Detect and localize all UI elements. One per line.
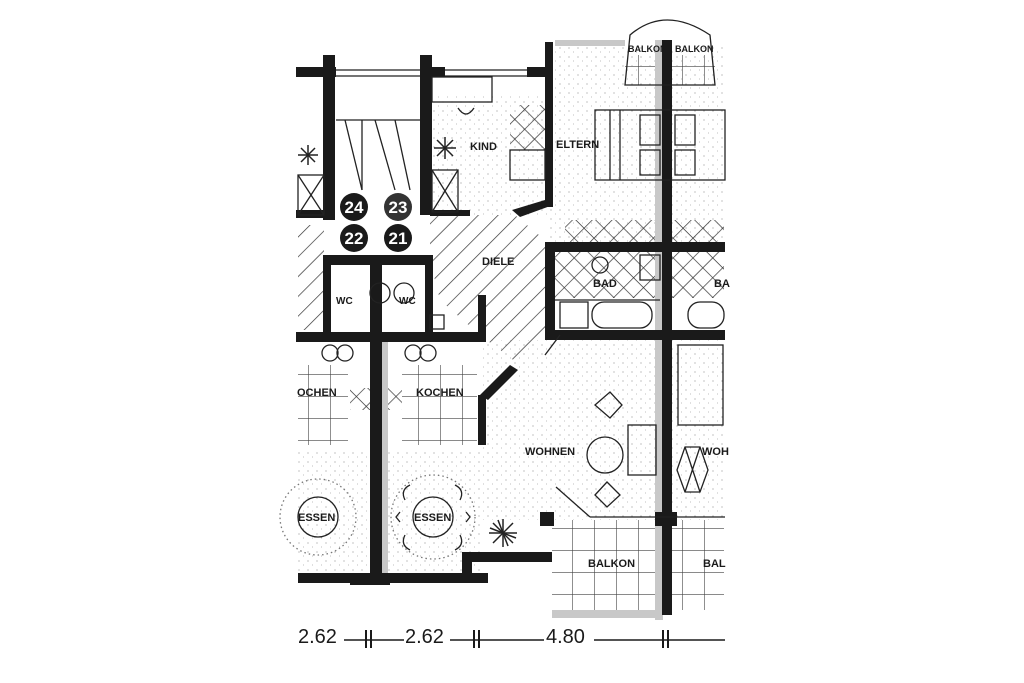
label-wohnen: WOHNEN xyxy=(525,446,575,458)
unit-badge-23: 23 xyxy=(384,193,412,221)
unit-number-badges: 24 23 22 21 xyxy=(340,193,412,252)
label-diele: DIELE xyxy=(482,256,514,268)
svg-text:22: 22 xyxy=(345,229,364,248)
room-labels: KIND ELTERN BALKON BALKON DIELE BAD BA W… xyxy=(297,44,730,570)
label-balkon-top-right: BALKON xyxy=(675,44,714,54)
hatched-areas xyxy=(298,105,724,410)
label-kochen-left: OCHEN xyxy=(297,387,337,399)
dimension-2: 2.62 xyxy=(405,626,444,648)
label-eltern: ELTERN xyxy=(556,139,599,151)
label-bad-right: BA xyxy=(714,278,730,290)
label-kind: KIND xyxy=(470,141,497,153)
label-wc-left: WC xyxy=(336,296,353,307)
unit-badge-24: 24 xyxy=(340,193,368,221)
svg-text:23: 23 xyxy=(389,198,408,217)
label-balkon: BALKON xyxy=(588,558,635,570)
dimension-line: 2.62 2.62 4.80 xyxy=(298,626,725,650)
unit-badge-21: 21 xyxy=(384,224,412,252)
label-kochen: KOCHEN xyxy=(416,387,464,399)
fixtures xyxy=(297,19,726,518)
label-wc-right: WC xyxy=(399,296,416,307)
label-essen-left: ESSEN xyxy=(298,512,335,524)
label-essen: ESSEN xyxy=(414,512,451,524)
unit-badge-22: 22 xyxy=(340,224,368,252)
label-bad: BAD xyxy=(593,278,617,290)
walls xyxy=(296,40,725,615)
dimension-1: 2.62 xyxy=(298,626,337,648)
svg-text:24: 24 xyxy=(345,198,364,217)
label-balkon-top-left: BALKON xyxy=(628,44,667,54)
label-balkon-right: BAL xyxy=(703,558,726,570)
dining-table-left xyxy=(279,478,357,556)
dining-table xyxy=(390,474,476,560)
tiled-areas xyxy=(298,55,724,610)
svg-text:21: 21 xyxy=(389,229,408,248)
label-wohnen-right: WOH xyxy=(702,446,729,458)
plant-icons xyxy=(298,137,517,547)
dimension-3: 4.80 xyxy=(546,626,585,648)
